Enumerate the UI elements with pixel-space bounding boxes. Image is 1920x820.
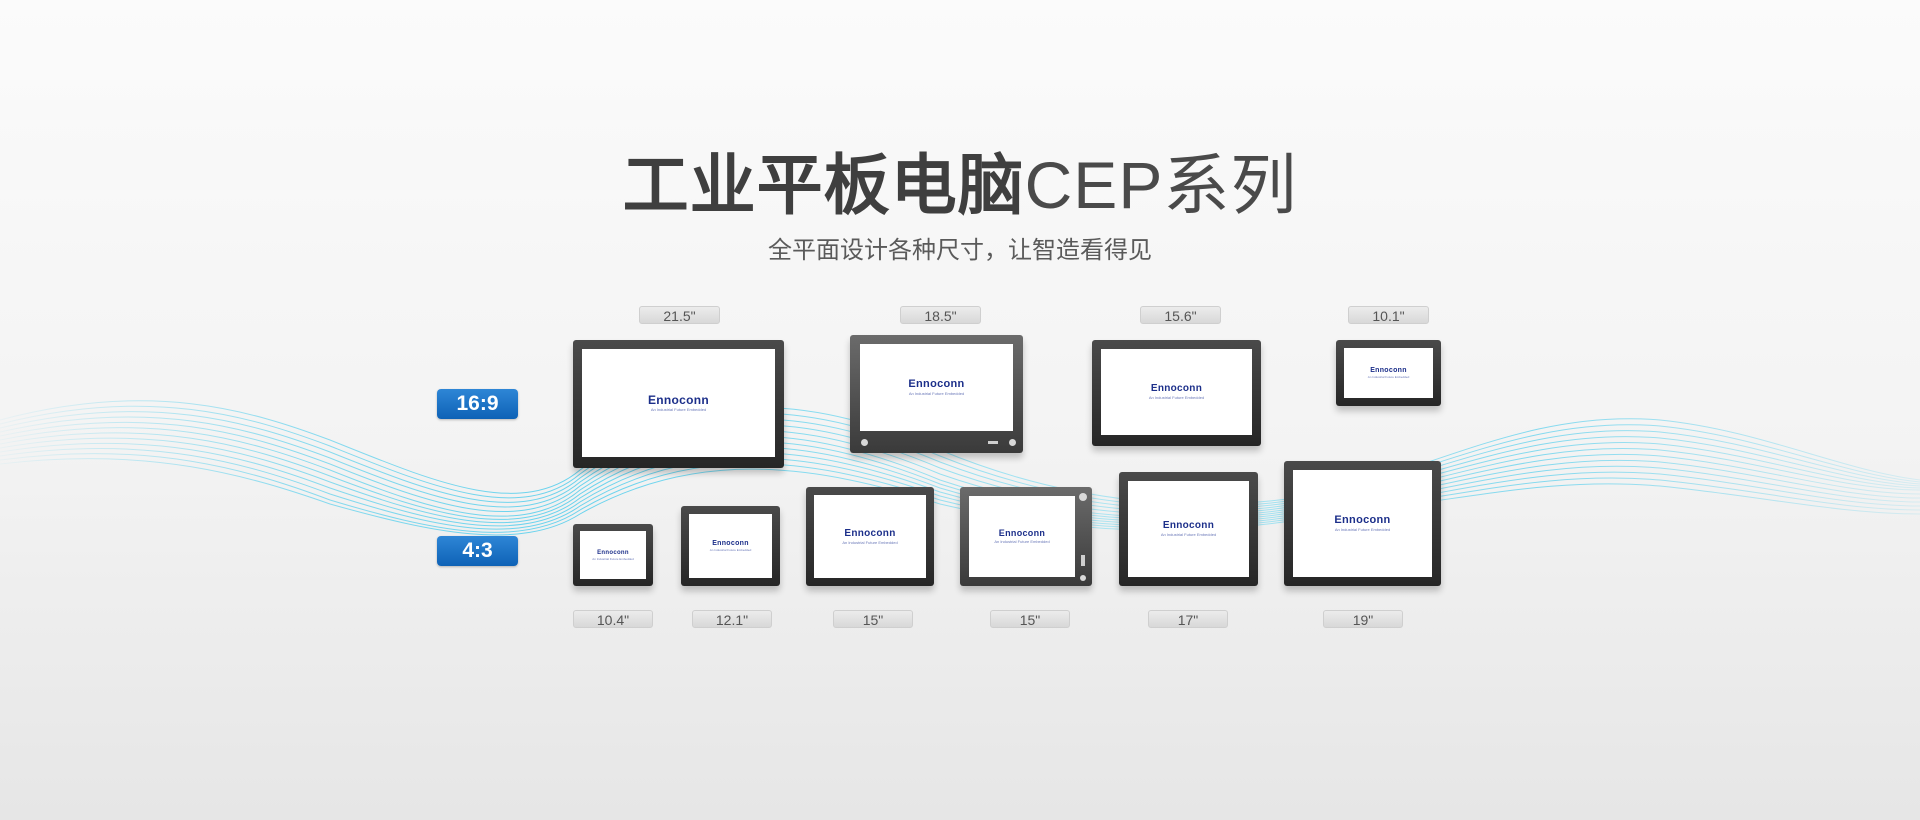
panel-4-3-17: Ennoconn An Industrial Future Embedded <box>1119 472 1258 586</box>
panel-16-9-18-5: Ennoconn An Industrial Future Embedded <box>850 335 1023 453</box>
brand-tagline: An Industrial Future Embedded <box>709 548 752 552</box>
title-light-part: CEP系列 <box>1024 148 1298 222</box>
ennoconn-logo: Ennoconn <box>712 540 749 547</box>
screen: Ennoconn An Industrial Future Embedded <box>582 349 775 457</box>
screen: Ennoconn An Industrial Future Embedded <box>814 495 926 578</box>
brand-tagline: An Industrial Future Embedded <box>842 539 898 545</box>
ennoconn-logo: Ennoconn <box>597 549 629 556</box>
ratio-badge-16-9: 16:9 <box>437 389 518 419</box>
ennoconn-logo: Ennoconn <box>998 528 1046 538</box>
panel-16-9-10-1: Ennoconn An Industrial Future Embedded <box>1336 340 1441 406</box>
brand-tagline: An Industrial Future Embedded <box>908 391 965 396</box>
size-label-15-b: 15" <box>990 610 1070 628</box>
screen: Ennoconn An Industrial Future Embedded <box>860 344 1013 431</box>
power-led-icon <box>861 439 868 446</box>
size-label-12-1: 12.1" <box>692 610 772 628</box>
ennoconn-logo: Ennoconn <box>908 378 965 390</box>
size-label-19: 19" <box>1323 610 1403 628</box>
size-label-17: 17" <box>1148 610 1228 628</box>
panel-4-3-12-1: Ennoconn An Industrial Future Embedded <box>681 506 780 586</box>
brand-tagline: An Industrial Future Embedded <box>1334 527 1391 532</box>
ennoconn-logo: Ennoconn <box>1370 367 1407 374</box>
size-label-10-1: 10.1" <box>1348 306 1429 324</box>
usb-port-icon <box>1081 555 1085 566</box>
power-button-icon <box>1080 575 1086 581</box>
screen: Ennoconn An Industrial Future Embedded <box>969 496 1075 577</box>
panel-4-3-10-4: Ennoconn An Industrial Future Embedded <box>573 524 653 586</box>
screen: Ennoconn An Industrial Future Embedded <box>1128 481 1249 577</box>
title-bold-part: 工业平板电脑 <box>622 148 1025 222</box>
size-label-15-6: 15.6" <box>1140 306 1221 324</box>
page-title: 工业平板电脑CEP系列 <box>0 140 1920 230</box>
brand-emblem-icon <box>1079 493 1087 501</box>
ennoconn-logo: Ennoconn <box>1150 383 1203 394</box>
ennoconn-logo: Ennoconn <box>1334 514 1391 526</box>
screen: Ennoconn An Industrial Future Embedded <box>689 514 772 578</box>
ennoconn-logo: Ennoconn <box>1162 520 1215 531</box>
usb-port-icon <box>988 441 998 444</box>
panel-4-3-15-a: Ennoconn An Industrial Future Embedded <box>806 487 934 586</box>
brand-tagline: An Industrial Future Embedded <box>592 556 634 561</box>
ratio-badge-4-3: 4:3 <box>437 536 518 566</box>
brand-tagline: An Industrial Future Embedded <box>650 407 707 412</box>
size-label-18-5: 18.5" <box>900 306 981 324</box>
brand-tagline: An Industrial Future Embedded <box>994 539 1050 544</box>
size-label-15-a: 15" <box>833 610 913 628</box>
panel-4-3-19: Ennoconn An Industrial Future Embedded <box>1284 461 1441 586</box>
brand-tagline: An Industrial Future Embedded <box>1148 395 1205 400</box>
power-button-icon <box>1009 439 1016 446</box>
screen: Ennoconn An Industrial Future Embedded <box>1344 348 1433 398</box>
size-label-21-5: 21.5" <box>639 306 720 324</box>
panel-16-9-21-5: Ennoconn An Industrial Future Embedded <box>573 340 784 468</box>
ennoconn-logo: Ennoconn <box>647 393 710 407</box>
brand-tagline: An Industrial Future Embedded <box>1367 375 1410 379</box>
panel-16-9-15-6: Ennoconn An Industrial Future Embedded <box>1092 340 1261 446</box>
screen: Ennoconn An Industrial Future Embedded <box>1101 349 1252 435</box>
size-label-10-4: 10.4" <box>573 610 653 628</box>
screen: Ennoconn An Industrial Future Embedded <box>1293 470 1432 577</box>
ennoconn-logo: Ennoconn <box>844 527 896 539</box>
page-subtitle: 全平面设计各种尺寸，让智造看得见 <box>768 237 1152 264</box>
panel-4-3-15-b: Ennoconn An Industrial Future Embedded <box>960 487 1092 586</box>
screen: Ennoconn An Industrial Future Embedded <box>580 531 646 579</box>
brand-tagline: An Industrial Future Embedded <box>1160 532 1217 537</box>
